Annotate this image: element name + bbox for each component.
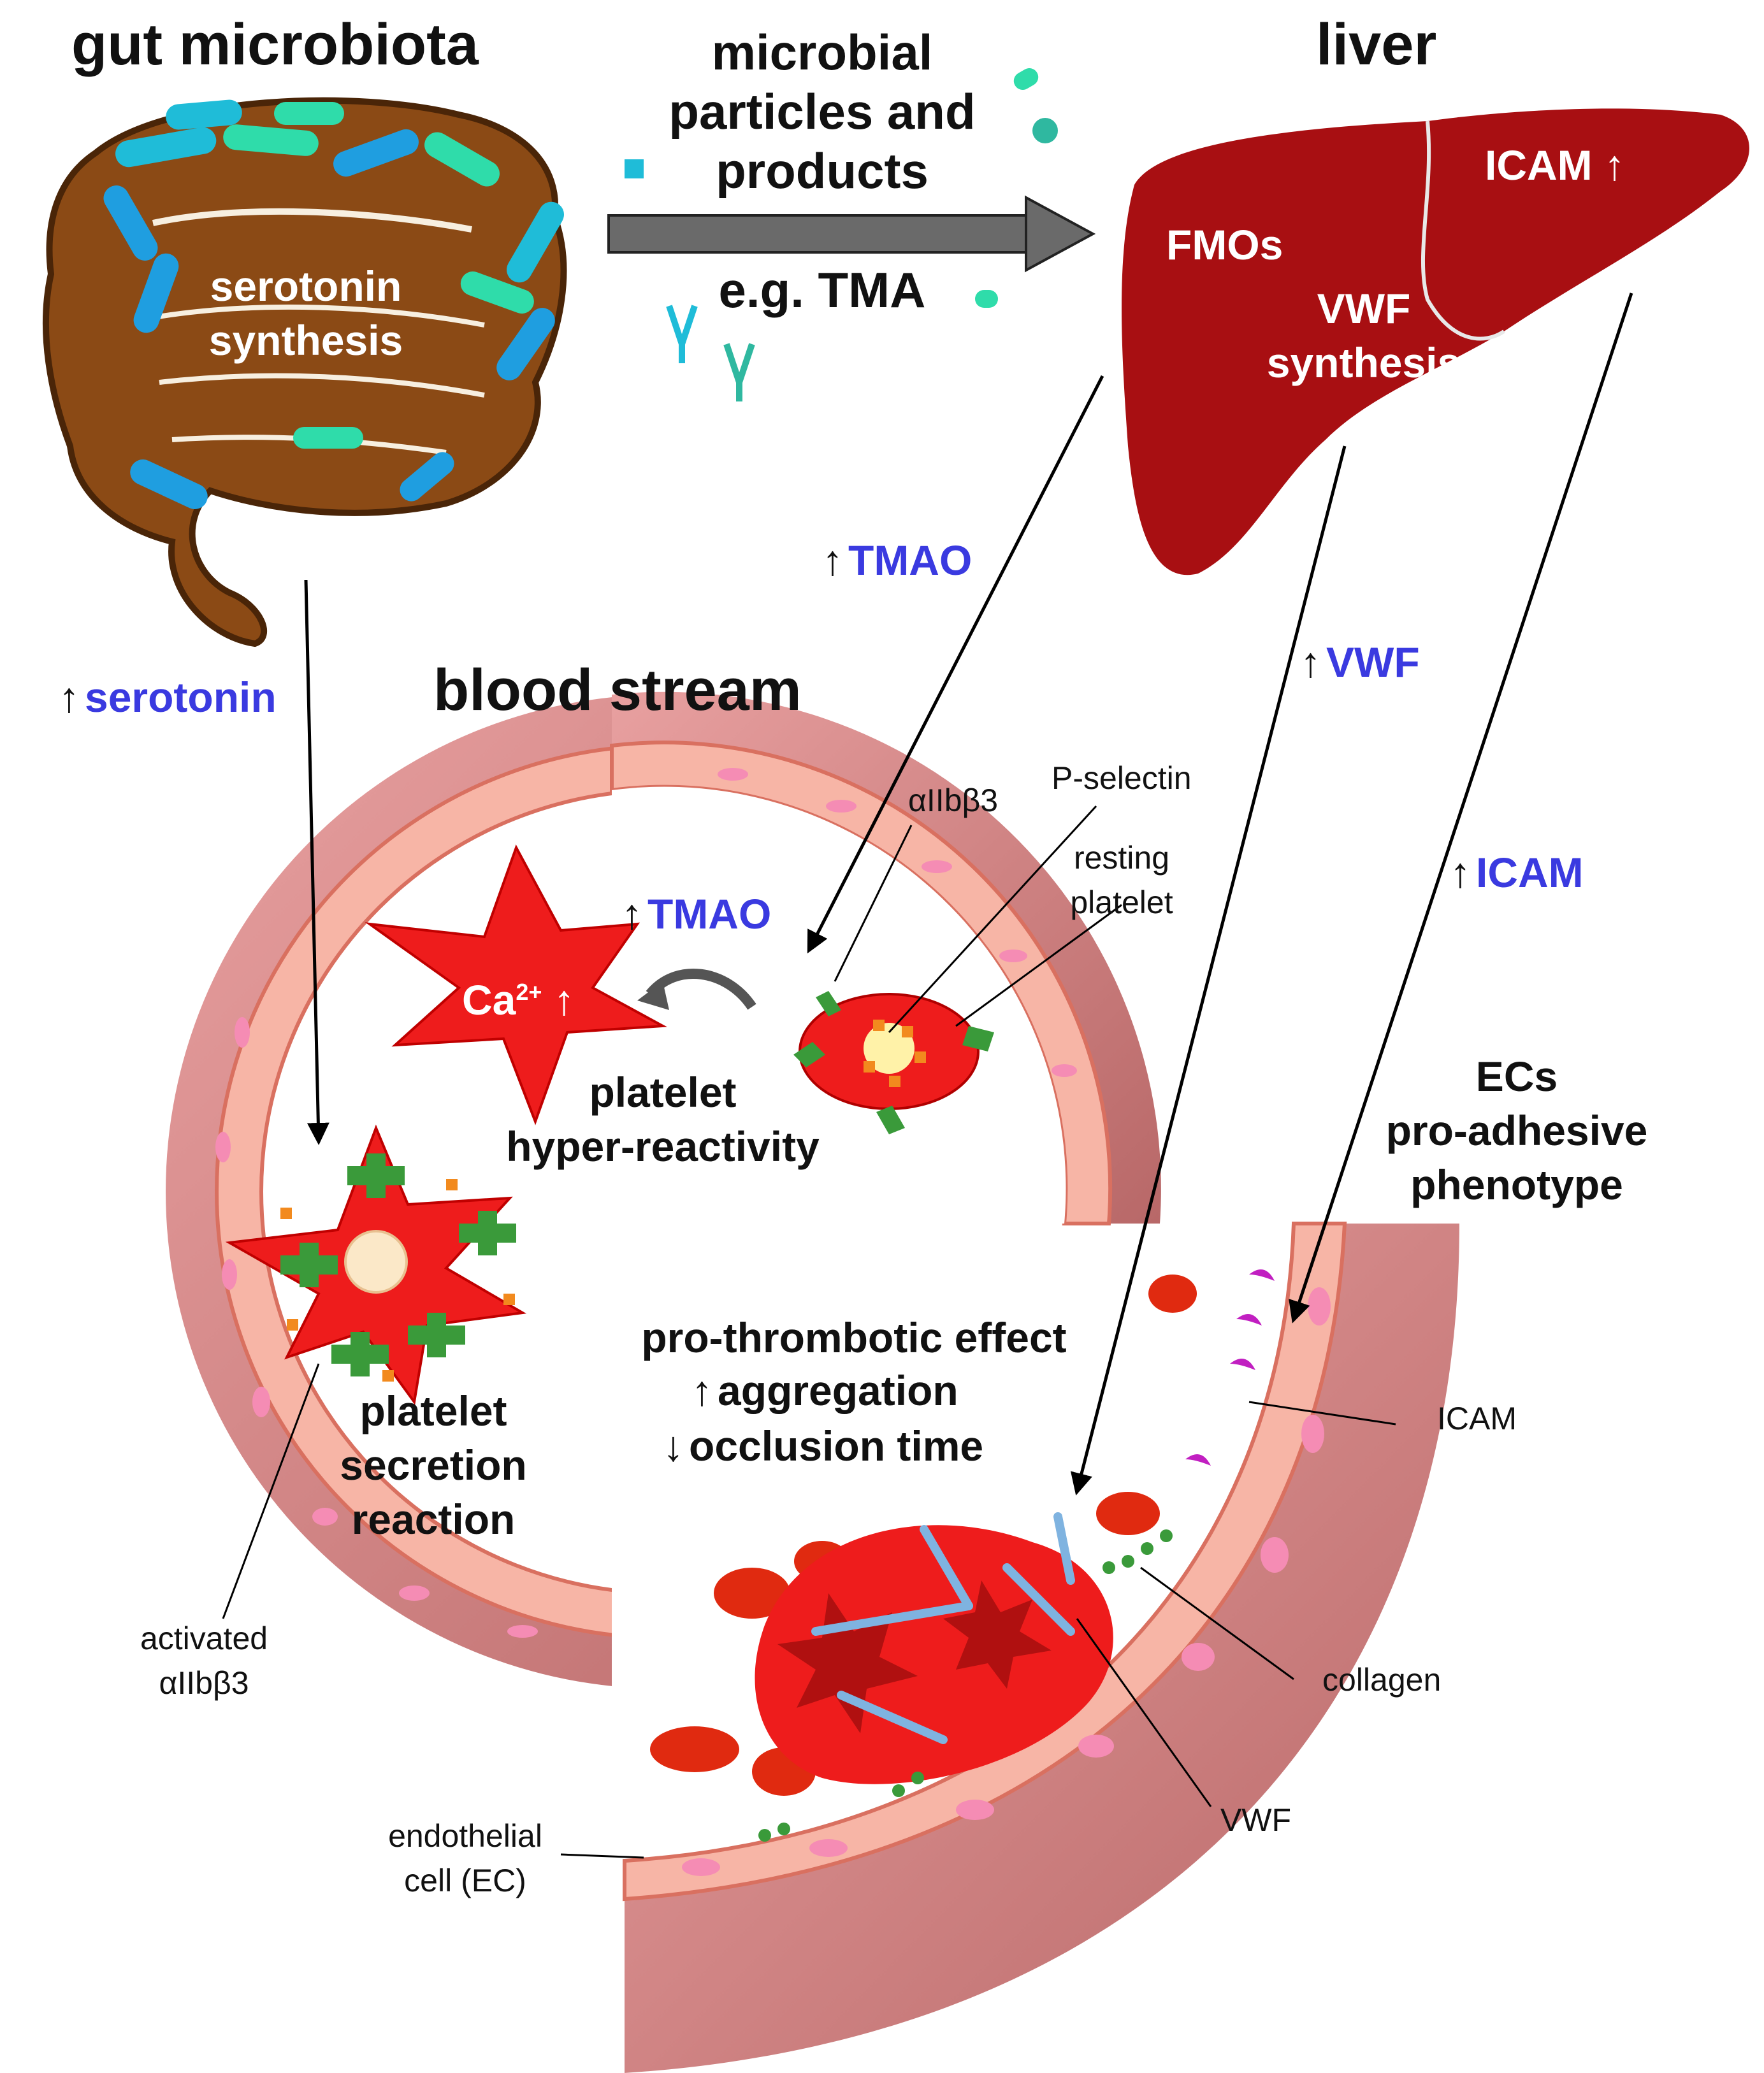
pselectin-marks: [864, 1020, 926, 1087]
secretion-label-line2: secretion: [340, 1441, 527, 1489]
ecs-label-line3: phenotype: [1410, 1161, 1623, 1208]
transport-line2: particles and: [669, 83, 976, 140]
resting-platelet: [793, 991, 994, 1134]
vwf-mediator: ↑VWF: [1300, 639, 1420, 686]
bacteria-icon: [103, 99, 564, 510]
liver-illustration: [1122, 108, 1749, 575]
right-endothelial-nuclei: [682, 1287, 1331, 1876]
hyper-label-line1: platelet: [589, 1069, 737, 1116]
tmao-mediator: ↑TMAO: [822, 537, 972, 584]
transport-line3: products: [716, 143, 929, 199]
connector-arrows: [304, 293, 1633, 1496]
leader-lines: [222, 805, 1396, 1859]
vessel-collagen-label: collagen: [1322, 1662, 1442, 1698]
thrombus: [650, 1269, 1275, 1842]
thrombo-label-line2: ↑aggregation: [691, 1367, 958, 1414]
activated-label-line1: activated: [140, 1621, 268, 1656]
collagen-marks: [758, 1529, 1173, 1842]
gut-synthesis-line1: serotonin: [210, 263, 402, 310]
alpha-iib-beta3-label: αIIbβ3: [908, 783, 999, 818]
liver-vwf-line2: synthesis: [1266, 339, 1461, 386]
liver-vwf-line1: VWF: [1317, 285, 1411, 332]
icam-arrow: [1289, 293, 1633, 1324]
vwf-strands: [811, 1512, 1075, 1744]
serotonin-arrow: [304, 579, 329, 1145]
thrombo-label-line3: ↓occlusion time: [663, 1422, 984, 1470]
ec-label-line1: endothelial: [388, 1818, 542, 1854]
blood-title: blood stream: [433, 658, 802, 723]
thrombo-label-line1: pro-thrombotic effect: [641, 1314, 1067, 1361]
ec-label-line2: cell (EC): [404, 1863, 526, 1898]
vessel-icam-label: ICAM: [1437, 1401, 1517, 1436]
gut-illustration: [42, 97, 567, 647]
microbe-particles: [625, 68, 1058, 401]
endothelial-nuclei: [215, 768, 1077, 1638]
hyperreactive-platelet: [365, 844, 667, 1125]
activated-label-line2: αIIbβ3: [159, 1665, 249, 1701]
calcium-label: Ca2+ ↑: [462, 976, 575, 1023]
secretion-label-line3: reaction: [351, 1496, 516, 1543]
icam-mediator: ↑ICAM: [1450, 849, 1584, 896]
gut-title: gut microbiota: [71, 12, 479, 77]
transport-line1: microbial: [711, 24, 933, 80]
vessel-vwf-label: VWF: [1220, 1802, 1292, 1838]
ecs-label-line2: pro-adhesive: [1385, 1107, 1648, 1154]
liver-fmos: FMOs: [1166, 221, 1283, 268]
tmao-arrow: [807, 375, 1104, 954]
icam-marks: [1185, 1269, 1275, 1466]
pselectin-label: P-selectin: [1052, 760, 1192, 796]
liver-icam: ICAM ↑: [1485, 141, 1625, 189]
vwf-arrow: [1070, 445, 1347, 1496]
resting-label-line1: resting: [1073, 840, 1170, 876]
ecs-label-line1: ECs: [1475, 1053, 1558, 1100]
liver-title: liver: [1316, 12, 1437, 77]
transport-example: e.g. TMA: [718, 262, 926, 318]
resting-label-line2: platelet: [1070, 885, 1173, 920]
serotonin-mediator: ↑serotonin: [59, 674, 277, 721]
gut-synthesis-line2: synthesis: [208, 317, 403, 364]
secretion-label-line1: platelet: [359, 1387, 507, 1434]
receptor-marks: [793, 991, 994, 1134]
hyper-label-line2: hyper-reactivity: [506, 1123, 820, 1170]
tmao-inner-mediator: ↑TMAO: [621, 890, 772, 937]
activated-platelet: [225, 1124, 527, 1406]
transport-arrow: [607, 195, 1096, 273]
